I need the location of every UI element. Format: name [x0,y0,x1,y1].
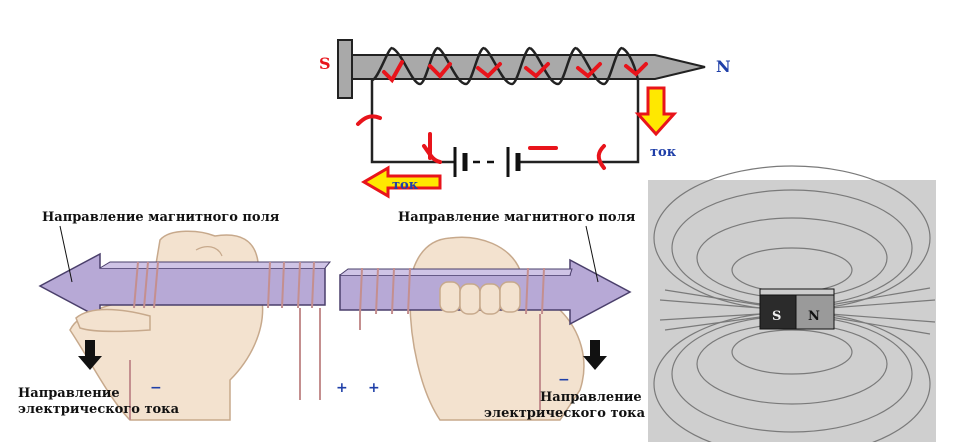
left-current-label-2: электрического тока [18,402,180,417]
right-current-label-2: электрического тока [484,406,646,421]
nail-pole-n: N [716,57,731,76]
current-arrow-down [634,86,678,137]
right-field-label: Направление магнитного поля [398,210,636,225]
right-current-label-1: Направление [540,390,642,405]
nail-electromagnet-diagram: S N ток ток [319,39,731,199]
magnet-pole-s: S [772,309,781,324]
current-arrow-left [361,165,442,199]
right-coil [359,267,545,410]
left-sign-plus-2: + [368,380,380,396]
nail-pole-s: S [319,54,331,73]
left-current-arrow-icon [78,340,102,370]
circuit-wire [370,80,640,164]
magnet-pole-n: N [808,309,820,324]
right-hand-rule-illustration: Направление магнитного поля − Направлени… [339,210,646,421]
left-sign-plus-1: + [336,380,348,396]
left-sign-minus: − [150,380,162,396]
bar-magnet-field-photo: S N [648,165,936,442]
left-hand-rule-illustration: Направление магнитного поля Направление … [18,210,380,421]
right-current-arrow-icon [583,340,607,370]
left-coil [129,261,321,420]
left-current-label-1: Направление [18,386,120,401]
battery-symbol [453,147,521,177]
coil-current-marks [382,60,648,84]
current-label-right: ток [650,145,677,160]
right-sign-minus: − [558,372,570,388]
right-fingers [439,281,521,315]
coil-windings [371,46,640,86]
left-field-label: Направление магнитного поля [42,210,280,225]
nail-head [337,39,353,99]
circuit-current-marks [356,114,606,170]
nail-shaft [351,54,706,80]
current-label-bottom: ток [392,178,419,193]
